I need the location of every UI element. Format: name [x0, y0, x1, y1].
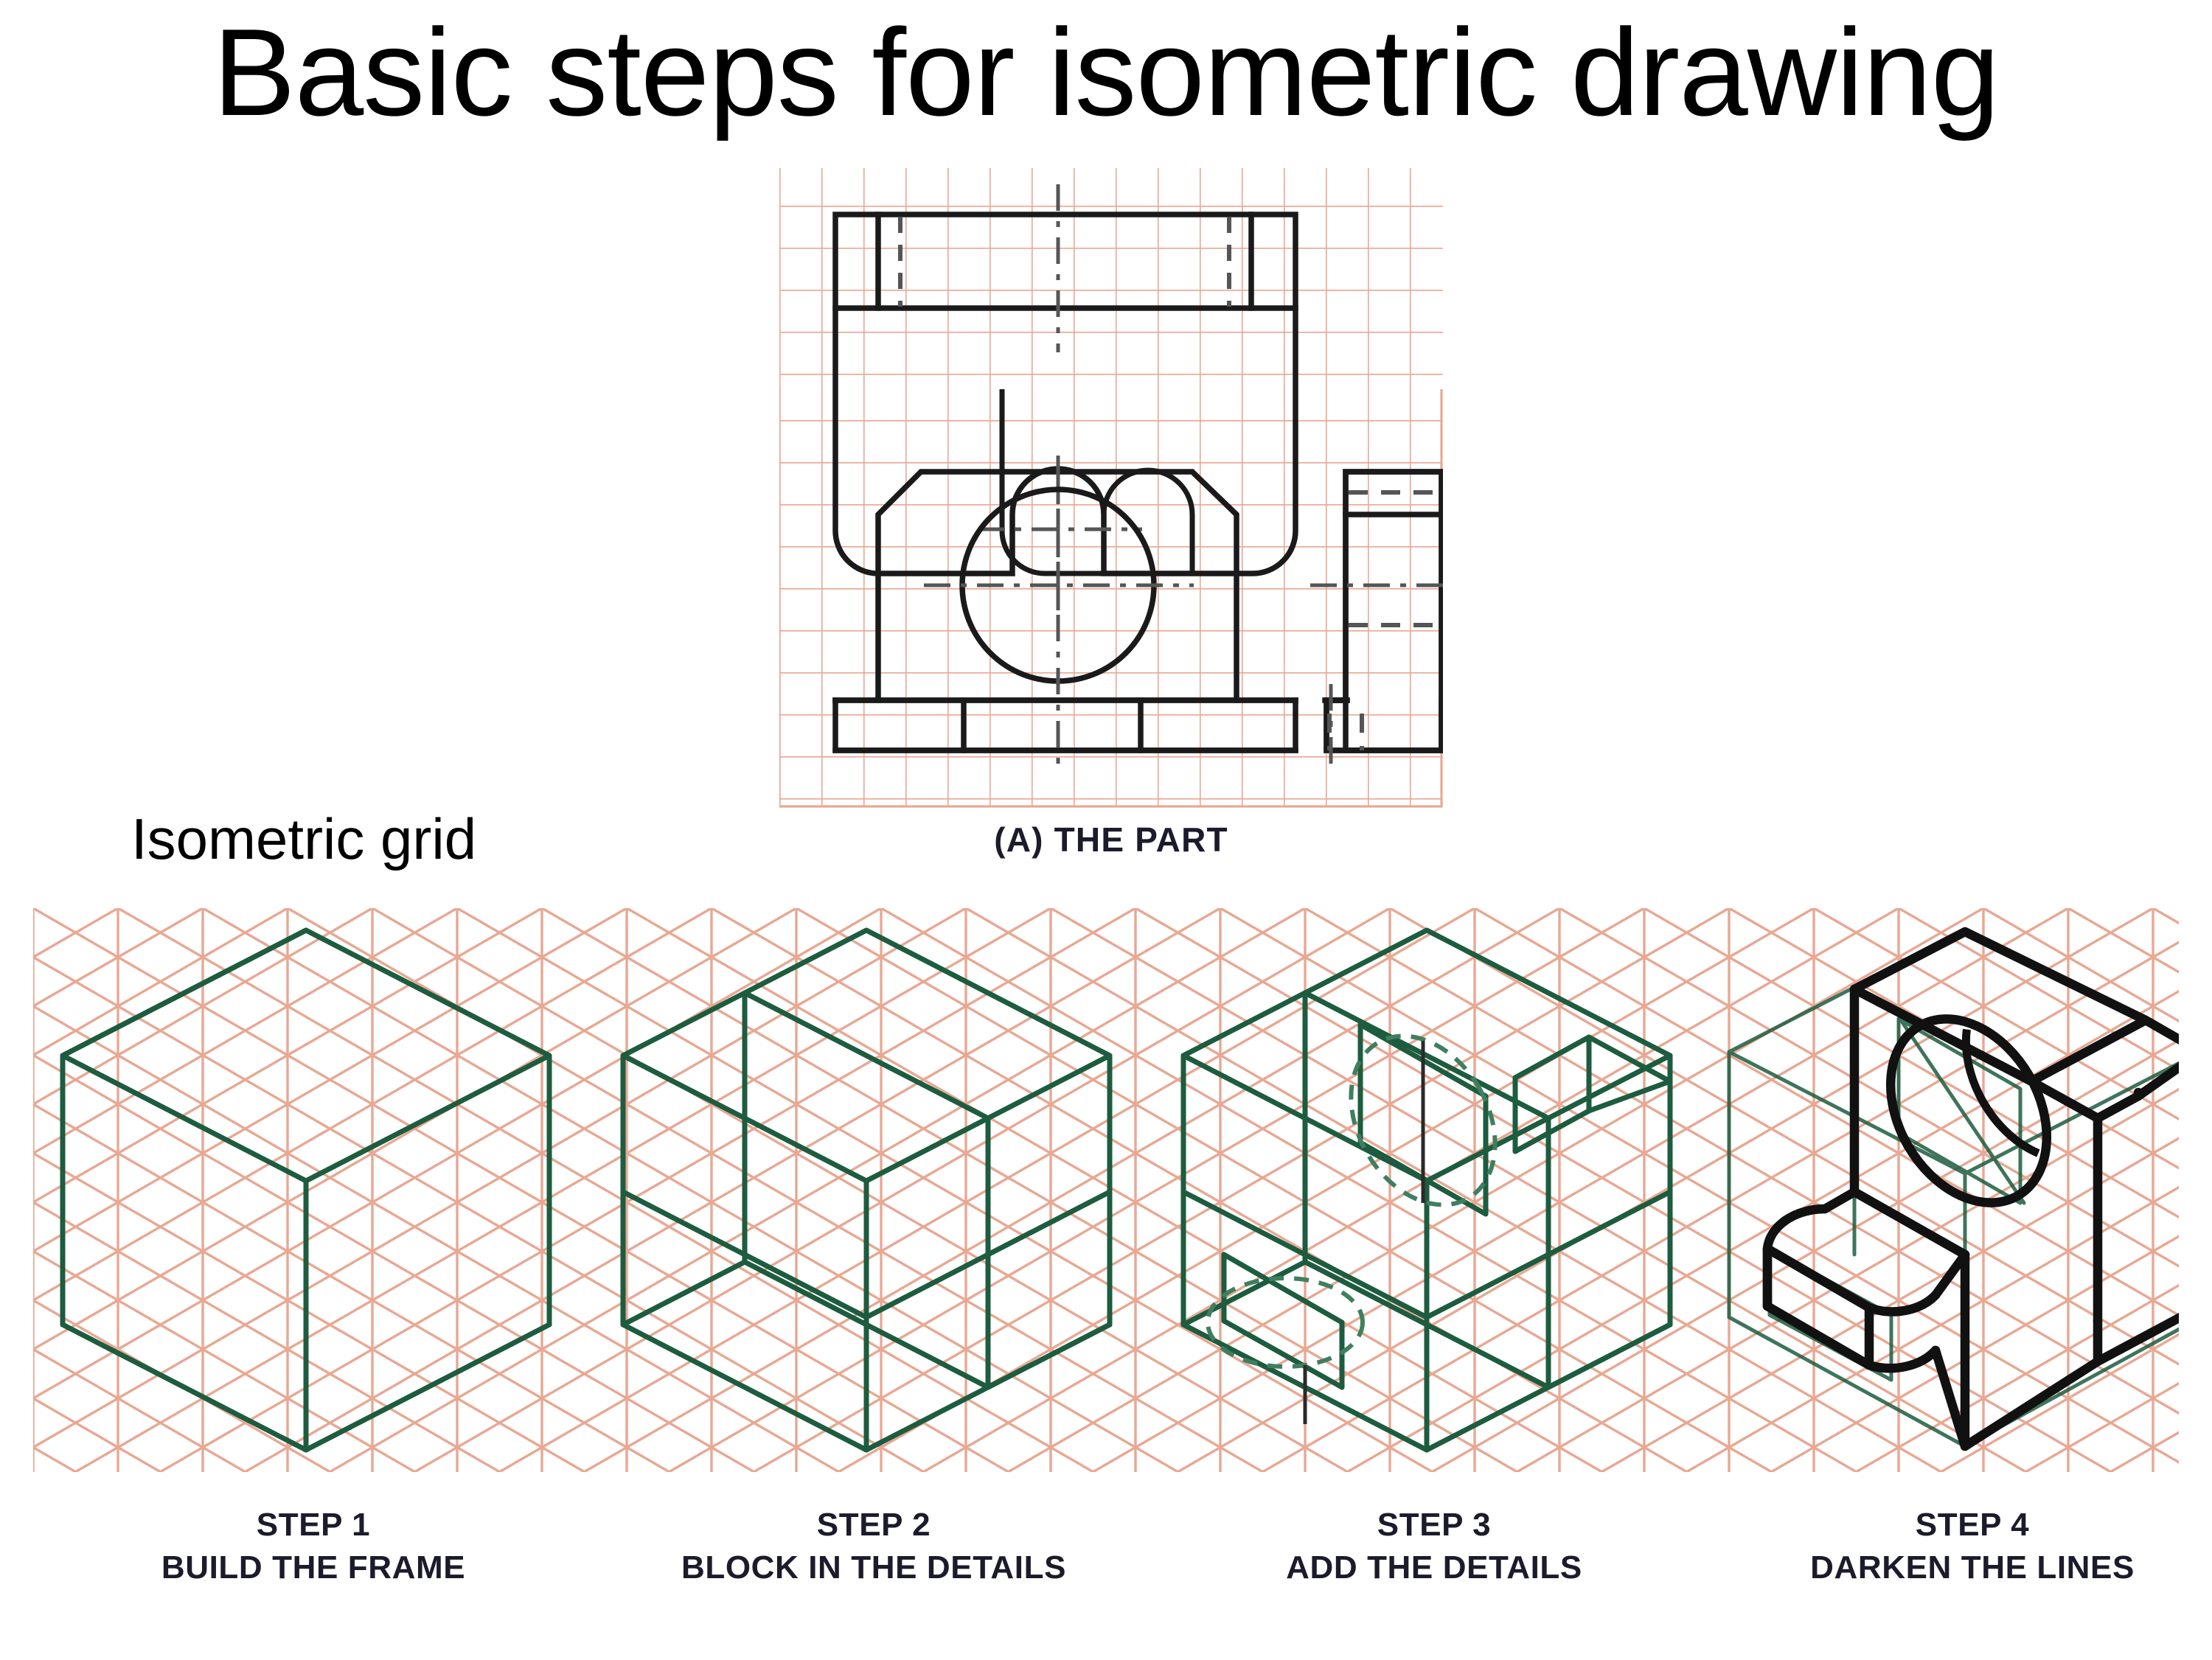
top-view-hidden-lines: [898, 217, 1231, 307]
step-2-caption: STEP 2 BLOCK IN THE DETAILS: [594, 1504, 1154, 1589]
side-view-hidden-lines: [1327, 490, 1440, 750]
page-title: Basic steps for isometric drawing: [212, 3, 2000, 142]
side-view-center-lines: [1310, 583, 1443, 767]
isometric-grid-paper: [33, 908, 2179, 1472]
step-3-drawing: [1180, 927, 1673, 1453]
step-4-final-outline: [1762, 927, 2179, 1451]
orthographic-views-drawing: [779, 168, 1443, 773]
step-1-label: BUILD THE FRAME: [161, 1549, 466, 1586]
side-view-outline: [1322, 469, 1443, 753]
step-4-number: STEP 4: [1915, 1507, 2030, 1543]
step-3-center-lines: [1303, 1041, 1425, 1424]
step-4-hole-back-edge: [1961, 1028, 2040, 1157]
step-2-drawing: [620, 927, 1113, 1453]
step-2-label: BLOCK IN THE DETAILS: [681, 1549, 1067, 1586]
isometric-grid-label: Isometric grid: [131, 806, 477, 871]
step-1-caption: STEP 1 BUILD THE FRAME: [33, 1504, 594, 1589]
step-2-number: STEP 2: [816, 1507, 931, 1543]
step-3-label: ADD THE DETAILS: [1286, 1549, 1582, 1586]
isometric-steps-band: [33, 908, 2179, 1472]
part-caption: (A) THE PART: [994, 820, 1228, 859]
step-4-label: DARKEN THE LINES: [1810, 1549, 2135, 1586]
step-3-construction-ellipses: [1206, 1033, 1498, 1369]
front-view-outline: [832, 469, 1298, 753]
front-view-center-lines: [924, 456, 1194, 773]
step-1-drawing: [60, 927, 552, 1453]
step-3-caption: STEP 3 ADD THE DETAILS: [1154, 1504, 1714, 1589]
orthographic-part-figure: [779, 168, 1443, 811]
step-4-caption: STEP 4 DARKEN THE LINES: [1714, 1504, 2212, 1589]
step-1-number: STEP 1: [256, 1507, 371, 1543]
step-4-hole-ellipse: [1885, 1014, 2052, 1207]
step-3-number: STEP 3: [1377, 1507, 1492, 1543]
step-4-drawing: [1727, 927, 2179, 1451]
